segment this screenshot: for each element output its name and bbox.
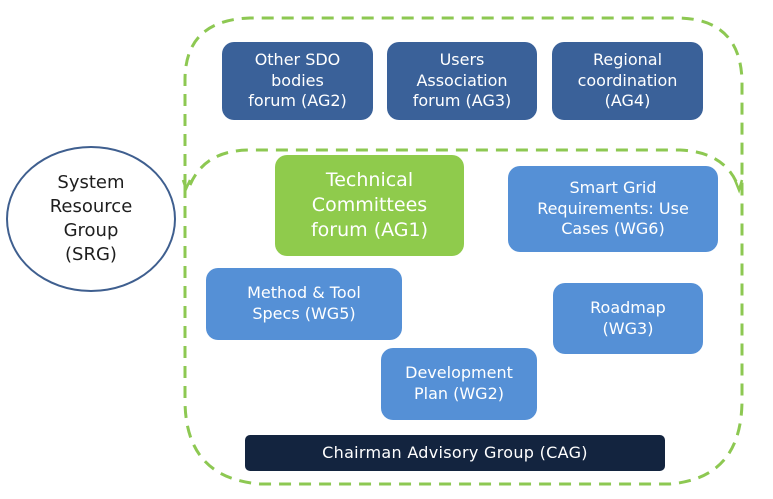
arrowhead-right-icon xyxy=(733,179,744,194)
advisory-group-ag3: Users Association forum (AG3) xyxy=(387,42,537,120)
technical-committees-ag1: Technical Committees forum (AG1) xyxy=(275,155,464,256)
inner-dashed-boundary xyxy=(188,148,740,187)
outer-dashed-boundary xyxy=(183,16,744,186)
working-group-wg3: Roadmap (WG3) xyxy=(553,283,703,354)
chairman-advisory-group: Chairman Advisory Group (CAG) xyxy=(245,435,665,471)
advisory-group-ag4: Regional coordination (AG4) xyxy=(552,42,703,120)
system-resource-group: System Resource Group (SRG) xyxy=(6,146,176,292)
advisory-group-ag2: Other SDO bodies forum (AG2) xyxy=(222,42,373,120)
arrowhead-left-icon xyxy=(181,179,192,193)
working-group-wg6: Smart Grid Requirements: Use Cases (WG6) xyxy=(508,166,718,252)
working-group-wg2: Development Plan (WG2) xyxy=(381,348,537,420)
outer-dashed-boundary-bottom xyxy=(183,186,744,486)
working-group-wg5: Method & Tool Specs (WG5) xyxy=(206,268,402,340)
